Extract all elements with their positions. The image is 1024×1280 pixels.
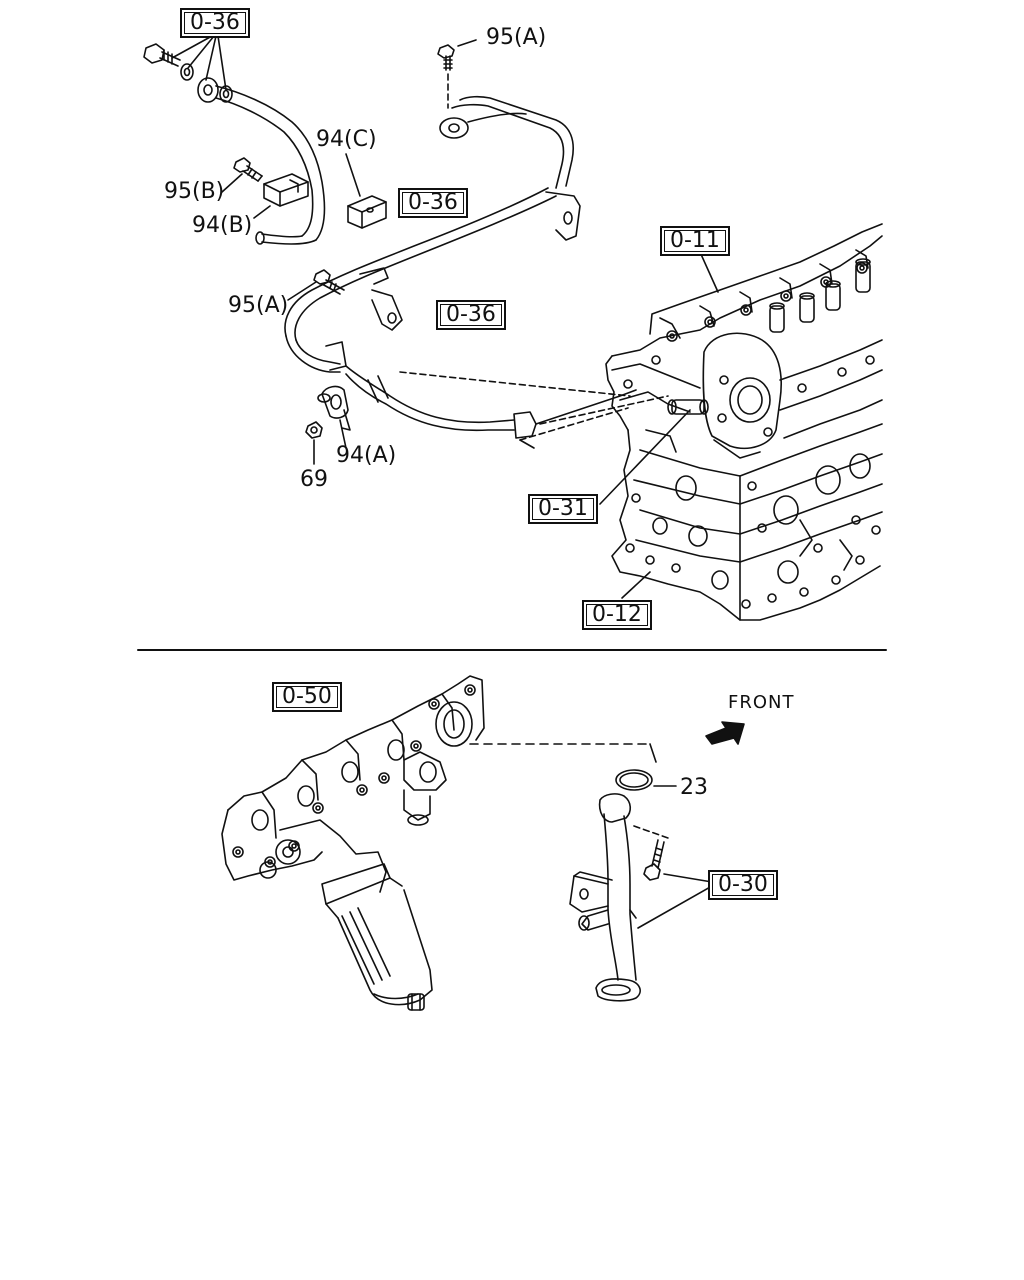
front-arrow-icon <box>705 721 745 745</box>
callout-69: 69 <box>300 467 328 492</box>
pipe-bolt <box>643 839 665 881</box>
clip-94a <box>317 385 351 431</box>
bolt-top-left <box>143 43 181 67</box>
water-pipe <box>569 793 641 1002</box>
callout-0-50: 0-50 <box>272 682 342 712</box>
callout-0-36-pipe: 0-36 <box>436 300 506 330</box>
callout-94b: 94(B) <box>192 213 253 238</box>
nut-69 <box>305 421 323 439</box>
callout-94a: 94(A) <box>336 443 397 468</box>
callout-0-11: 0-11 <box>660 226 730 256</box>
front-label: FRONT <box>728 692 795 713</box>
leader-lines-top <box>171 35 227 91</box>
callout-0-12: 0-12 <box>582 600 652 630</box>
clip-94b <box>263 173 309 207</box>
bolt-95a-mid <box>313 269 345 295</box>
callout-95b: 95(B) <box>164 179 225 204</box>
main-fuel-pipe <box>284 95 637 439</box>
callout-94c: 94(C) <box>316 127 377 152</box>
bolt-95b <box>233 157 263 182</box>
bolt-95a-top <box>437 44 455 71</box>
washer-1 <box>180 63 194 81</box>
small-return-pipe <box>197 77 326 245</box>
callout-95a-mid: 95(A) <box>228 293 289 318</box>
callout-95a-top: 95(A) <box>486 25 547 50</box>
clip-94c <box>347 195 387 229</box>
manifold-filter-assembly <box>221 675 485 1011</box>
callout-0-31: 0-31 <box>528 494 598 524</box>
oring-23 <box>615 769 653 791</box>
engine-block <box>605 223 883 621</box>
callout-23: 23 <box>680 775 708 800</box>
callout-0-30: 0-30 <box>708 870 778 900</box>
callout-0-36-mid: 0-36 <box>398 188 468 218</box>
washer-2 <box>219 85 233 103</box>
callout-0-36-top: 0-36 <box>180 8 250 38</box>
